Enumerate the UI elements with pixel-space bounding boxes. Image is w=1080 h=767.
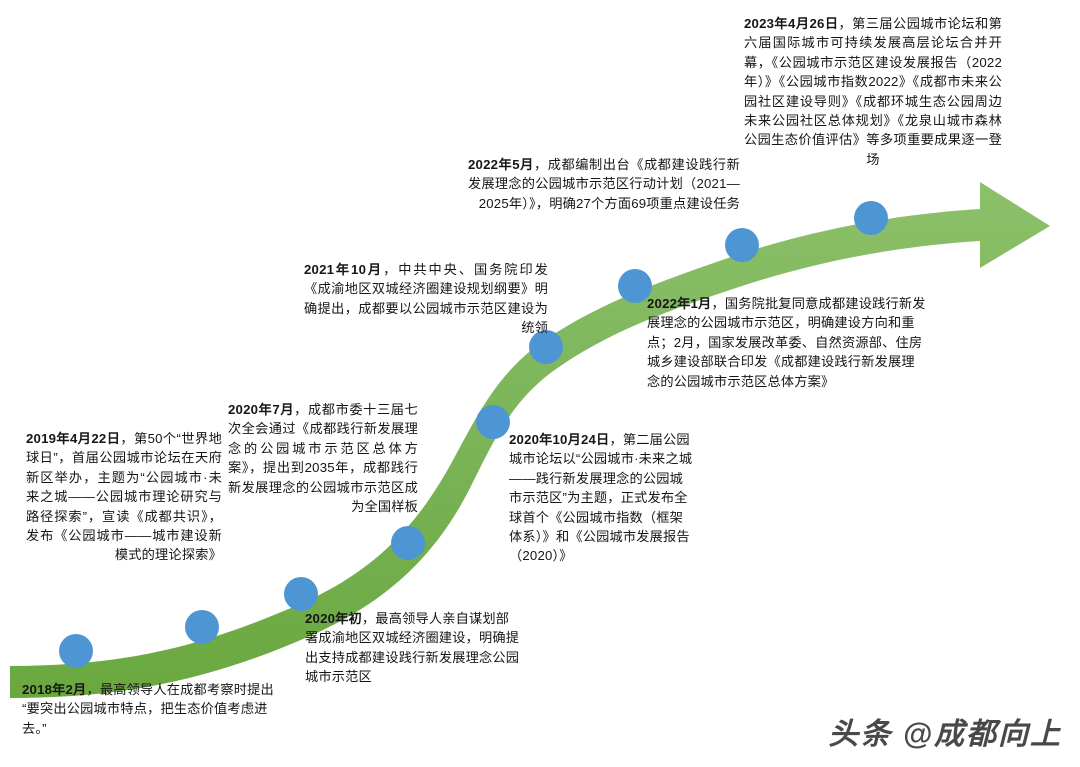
event-note-2022-05: 2022年5月，成都编制出台《成都建设践行新发展理念的公园城市示范区行动计划（2… bbox=[468, 155, 740, 213]
event-body-2019-04-22: ，第50个“世界地球日”，首届公园城市论坛在天府新区举办，主题为“公园城市·未来… bbox=[26, 431, 222, 563]
event-note-2020-01: 2020年初，最高领导人亲自谋划部署成渝地区双城经济圈建设，明确提出支持成都建设… bbox=[305, 609, 521, 687]
event-note-2022-01: 2022年1月，国务院批复同意成都建设践行新发展理念的公园城市示范区，明确建设方… bbox=[647, 294, 927, 391]
event-date-2019-04-22: 2019年4月22日 bbox=[26, 431, 121, 446]
event-date-2022-01: 2022年1月 bbox=[647, 296, 712, 311]
event-body-2020-01: ，最高领导人亲自谋划部署成渝地区双城经济圈建设，明确提出支持成都建设践行新发展理… bbox=[305, 611, 520, 685]
event-body-2022-01: ，国务院批复同意成都建设践行新发展理念的公园城市示范区，明确建设方向和重点；2月… bbox=[647, 296, 926, 389]
milestone-dot-2021-10 bbox=[529, 330, 563, 364]
milestone-dot-2020-01 bbox=[284, 577, 318, 611]
milestone-dot-2020-10-24 bbox=[476, 405, 510, 439]
event-note-2019-04-22: 2019年4月22日，第50个“世界地球日”，首届公园城市论坛在天府新区举办，主… bbox=[26, 429, 222, 565]
event-body-2020-07: ，成都市委十三届七次全会通过《成都践行新发展理念的公园城市示范区总体方案》，提出… bbox=[228, 402, 418, 515]
milestone-dot-2019-04-22 bbox=[185, 610, 219, 644]
event-date-2018-02: 2018年2月 bbox=[22, 682, 87, 697]
event-date-2020-07: 2020年7月 bbox=[228, 402, 295, 417]
milestone-dot-2022-05 bbox=[725, 228, 759, 262]
event-note-2023-04-26: 2023年4月26日，第三届公园城市论坛和第六届国际城市可持续发展高层论坛合并开… bbox=[744, 14, 1002, 169]
event-date-2020-10-24: 2020年10月24日 bbox=[509, 432, 610, 447]
event-note-2020-07: 2020年7月，成都市委十三届七次全会通过《成都践行新发展理念的公园城市示范区总… bbox=[228, 400, 418, 516]
event-note-2018-02: 2018年2月，最高领导人在成都考察时提出“要突出公园城市特点，把生态价值考虑进… bbox=[22, 680, 274, 738]
milestone-dot-2023-04-26 bbox=[854, 201, 888, 235]
event-body-2022-05: ，成都编制出台《成都建设践行新发展理念的公园城市示范区行动计划（2021—202… bbox=[468, 157, 741, 211]
event-body-2023-04-26: ，第三届公园城市论坛和第六届国际城市可持续发展高层论坛合并开幕，《公园城市示范区… bbox=[744, 16, 1002, 167]
event-body-2020-10-24: ，第二届公园城市论坛以“公园城市·未来之城——践行新发展理念的公园城市示范区”为… bbox=[509, 432, 693, 564]
event-date-2023-04-26: 2023年4月26日 bbox=[744, 16, 839, 31]
event-date-2021-10: 2021年10月 bbox=[304, 262, 384, 277]
milestone-dot-2020-07 bbox=[391, 526, 425, 560]
milestone-dot-2018-02 bbox=[59, 634, 93, 668]
event-body-2021-10: ，中共中央、国务院印发《成渝地区双城经济圈建设规划纲要》明确提出，成都要以公园城… bbox=[304, 262, 549, 336]
event-note-2021-10: 2021年10月，中共中央、国务院印发《成渝地区双城经济圈建设规划纲要》明确提出… bbox=[304, 260, 548, 338]
event-body-2018-02: ，最高领导人在成都考察时提出“要突出公园城市特点，把生态价值考虑进去。” bbox=[22, 682, 274, 736]
event-note-2020-10-24: 2020年10月24日，第二届公园城市论坛以“公园城市·未来之城——践行新发展理… bbox=[509, 430, 695, 566]
watermark-label: 头条 @成都向上 bbox=[828, 718, 1062, 751]
event-date-2022-05: 2022年5月 bbox=[468, 157, 534, 172]
milestone-dot-2022-01 bbox=[618, 269, 652, 303]
event-date-2020-01: 2020年初 bbox=[305, 611, 362, 626]
